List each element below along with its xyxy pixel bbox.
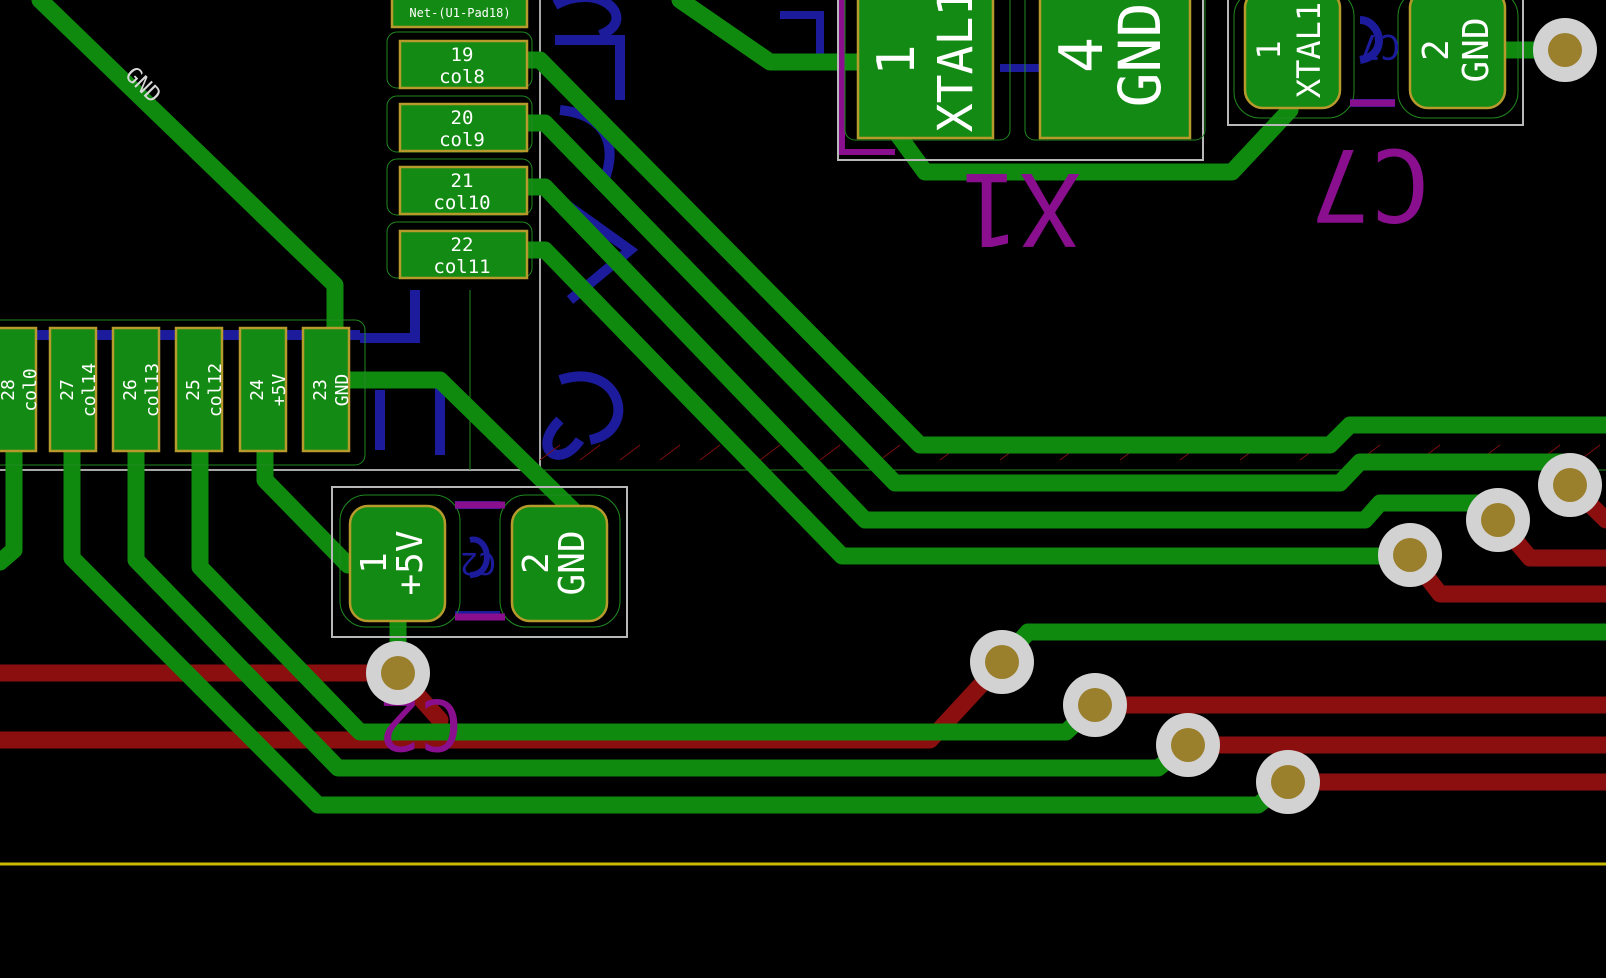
u1-pad-18-net: Net-(U1-Pad18) [409, 6, 510, 20]
u1-pad-24-num: 24 [247, 379, 268, 401]
c7-pad-1-net: XTAL1 [1290, 2, 1328, 98]
u1-pad-21[interactable] [398, 165, 529, 216]
u1-pad-24-net: +5V [269, 374, 290, 407]
x1-footprint: 1 XTAL1 4 GND X1 [837, 0, 1206, 267]
c2-footprint: 1 +5V 2 GND C2 C2 [331, 486, 628, 765]
c7-silk-ref: C7 [1310, 126, 1430, 243]
via[interactable] [970, 630, 1034, 694]
u1-pad-21-num: 21 [451, 170, 474, 192]
trace-col9 [516, 114, 1579, 492]
u1-pad-28[interactable] [0, 326, 38, 453]
via[interactable] [1378, 523, 1442, 587]
u1-pad-26-net: col13 [142, 363, 163, 417]
trace-col0 [0, 436, 23, 571]
u1-pad-28-net: col0 [20, 368, 41, 411]
via[interactable] [1063, 673, 1127, 737]
u1-pad-27-num: 27 [57, 379, 78, 401]
u1-pad-19-num: 19 [451, 44, 474, 66]
trace-gnd-diagonal [31, 0, 344, 354]
u1-pad-23-num: 23 [310, 379, 331, 401]
x1-fab-outline [837, 0, 1204, 161]
u1-pad-18[interactable] [390, 0, 529, 29]
x1-pad-4-num: 4 [1047, 37, 1117, 73]
x1-pad-4-net: GND [1106, 3, 1174, 108]
u1-pad-23-net: GND [332, 374, 353, 407]
via[interactable] [1256, 750, 1320, 814]
u1-pad-26-num: 26 [120, 379, 141, 401]
u1-pad-23[interactable] [301, 326, 351, 453]
c2-pad-2-num: 2 [516, 552, 557, 574]
u1-pad-25[interactable] [174, 326, 224, 453]
u1-pad-21-net: col10 [433, 192, 490, 214]
c2-fab-outline [331, 486, 628, 638]
c2-pad-1[interactable] [348, 504, 447, 623]
trace-col11 [516, 241, 1419, 565]
c7-pad-2-num: 2 [1416, 39, 1457, 61]
c2-fab-ref: C2 [460, 545, 496, 580]
vias [366, 18, 1602, 814]
x1-pad-1-num: 1 [867, 44, 927, 75]
c2-pad-1-net: +5V [390, 530, 431, 595]
trace-col8 [516, 51, 1606, 454]
x1-pad-1-net: XTAL1 [928, 0, 984, 132]
u1-pad-19-net: col8 [439, 66, 485, 88]
trace-gnd-c2 [326, 371, 584, 521]
u1-pad-20-net: col9 [439, 129, 485, 151]
x1-pad-1[interactable] [856, 0, 995, 140]
c7-footprint: 1 XTAL1 2 GND C7 C7 [1227, 0, 1524, 243]
c7-fab-ref: C7 [1360, 26, 1401, 66]
u1-pad-19[interactable] [398, 39, 529, 90]
c2-pad-1-num: 1 [354, 552, 395, 574]
u1-pad-20-num: 20 [451, 107, 474, 129]
trace-col10 [516, 178, 1509, 529]
via[interactable] [1538, 453, 1602, 517]
u1-pad-27-net: col14 [79, 363, 100, 417]
u1-pad-22-net: col11 [433, 256, 490, 278]
c7-pad-2[interactable] [1408, 0, 1507, 110]
u1-pad-24[interactable] [238, 326, 288, 453]
u1-pad-25-num: 25 [183, 379, 204, 401]
trace-5v-c2 [256, 436, 357, 574]
c7-fab-outline [1227, 0, 1524, 126]
trace-col13 [127, 436, 1197, 777]
c2-pad-2[interactable] [510, 504, 609, 623]
u1-bottom-pads: 28 col0 27 col14 26 col13 25 col12 24 +5… [0, 319, 366, 466]
u1-pad-27[interactable] [48, 326, 98, 453]
u1-pad-22[interactable] [398, 229, 529, 280]
gnd-trace-label: GND [120, 63, 166, 109]
u1-pad-28-num: 28 [0, 379, 19, 401]
via[interactable] [1533, 18, 1597, 82]
u1-pad-20[interactable] [398, 102, 529, 153]
c7-pad-1[interactable] [1243, 0, 1342, 110]
trace-xtal-loop [871, 101, 1299, 181]
via[interactable] [1156, 713, 1220, 777]
x1-silk-ref: X1 [960, 150, 1080, 267]
via[interactable] [366, 641, 430, 705]
c7-pad-2-net: GND [1456, 17, 1497, 82]
via[interactable] [1466, 488, 1530, 552]
x1-pad-4[interactable] [1038, 0, 1192, 140]
trace-xtal [671, 0, 899, 71]
u1-right-pads: Net-(U1-Pad18) 19 col8 20 col9 21 col10 … [386, 0, 533, 280]
u1-pad-22-num: 22 [451, 234, 474, 256]
c7-pad-1-num: 1 [1250, 40, 1288, 59]
u1-pad-26[interactable] [111, 326, 161, 453]
u1-pad-25-net: col12 [205, 363, 226, 417]
c2-pad-2-net: GND [552, 530, 593, 595]
trace-right-via [993, 623, 1606, 671]
